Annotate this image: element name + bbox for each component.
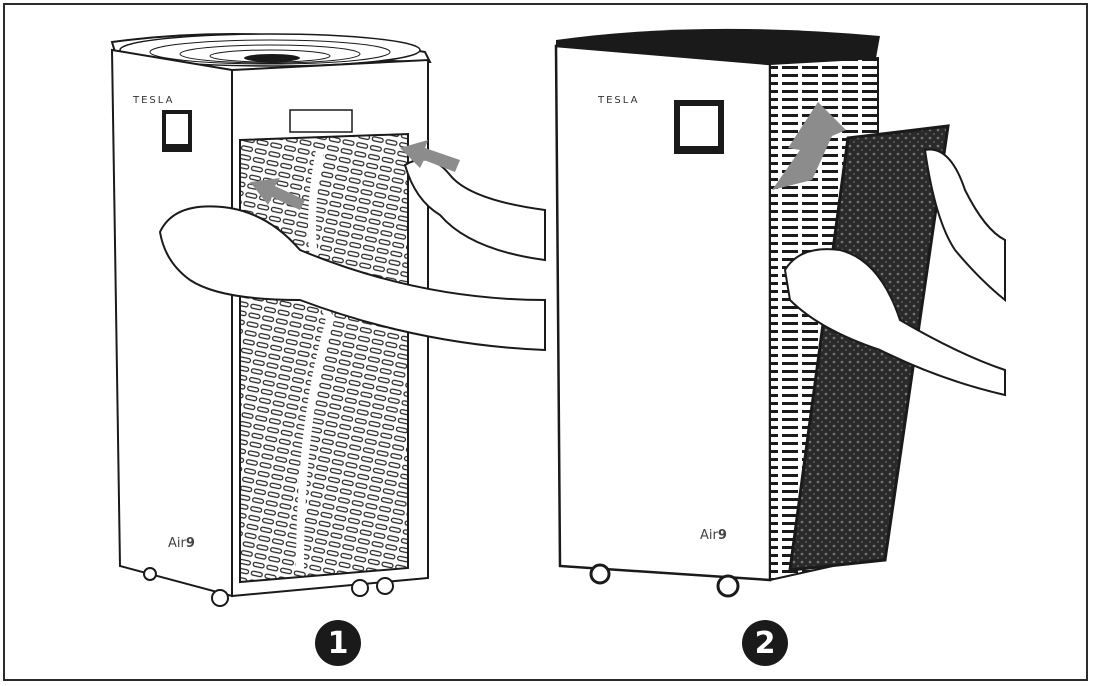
model-label-2: Air9	[700, 528, 727, 543]
panel-1-purifier	[110, 33, 546, 607]
step-1-badge: 1	[315, 620, 361, 666]
model-number-2: 9	[717, 528, 727, 543]
panel-2-purifier	[554, 28, 1006, 598]
left-hand	[158, 205, 546, 352]
lower-hand	[783, 248, 1006, 397]
model-number-1: 9	[185, 536, 195, 551]
press-arrow-icon	[250, 178, 305, 210]
model-label-1: Air9	[168, 536, 195, 551]
lift-arrow-icon	[772, 102, 846, 190]
model-prefix-2: Air	[700, 528, 718, 543]
right-hand	[403, 158, 546, 262]
hepa-filter	[788, 124, 950, 572]
brand-logo-1: TESLA	[133, 95, 175, 106]
brand-logo-2: TESLA	[598, 95, 640, 106]
step-2-badge: 2	[742, 620, 788, 666]
upper-hand	[923, 148, 1006, 303]
press-arrow-icon	[400, 140, 460, 172]
model-prefix-1: Air	[168, 536, 186, 551]
figure-frame	[3, 3, 1088, 681]
